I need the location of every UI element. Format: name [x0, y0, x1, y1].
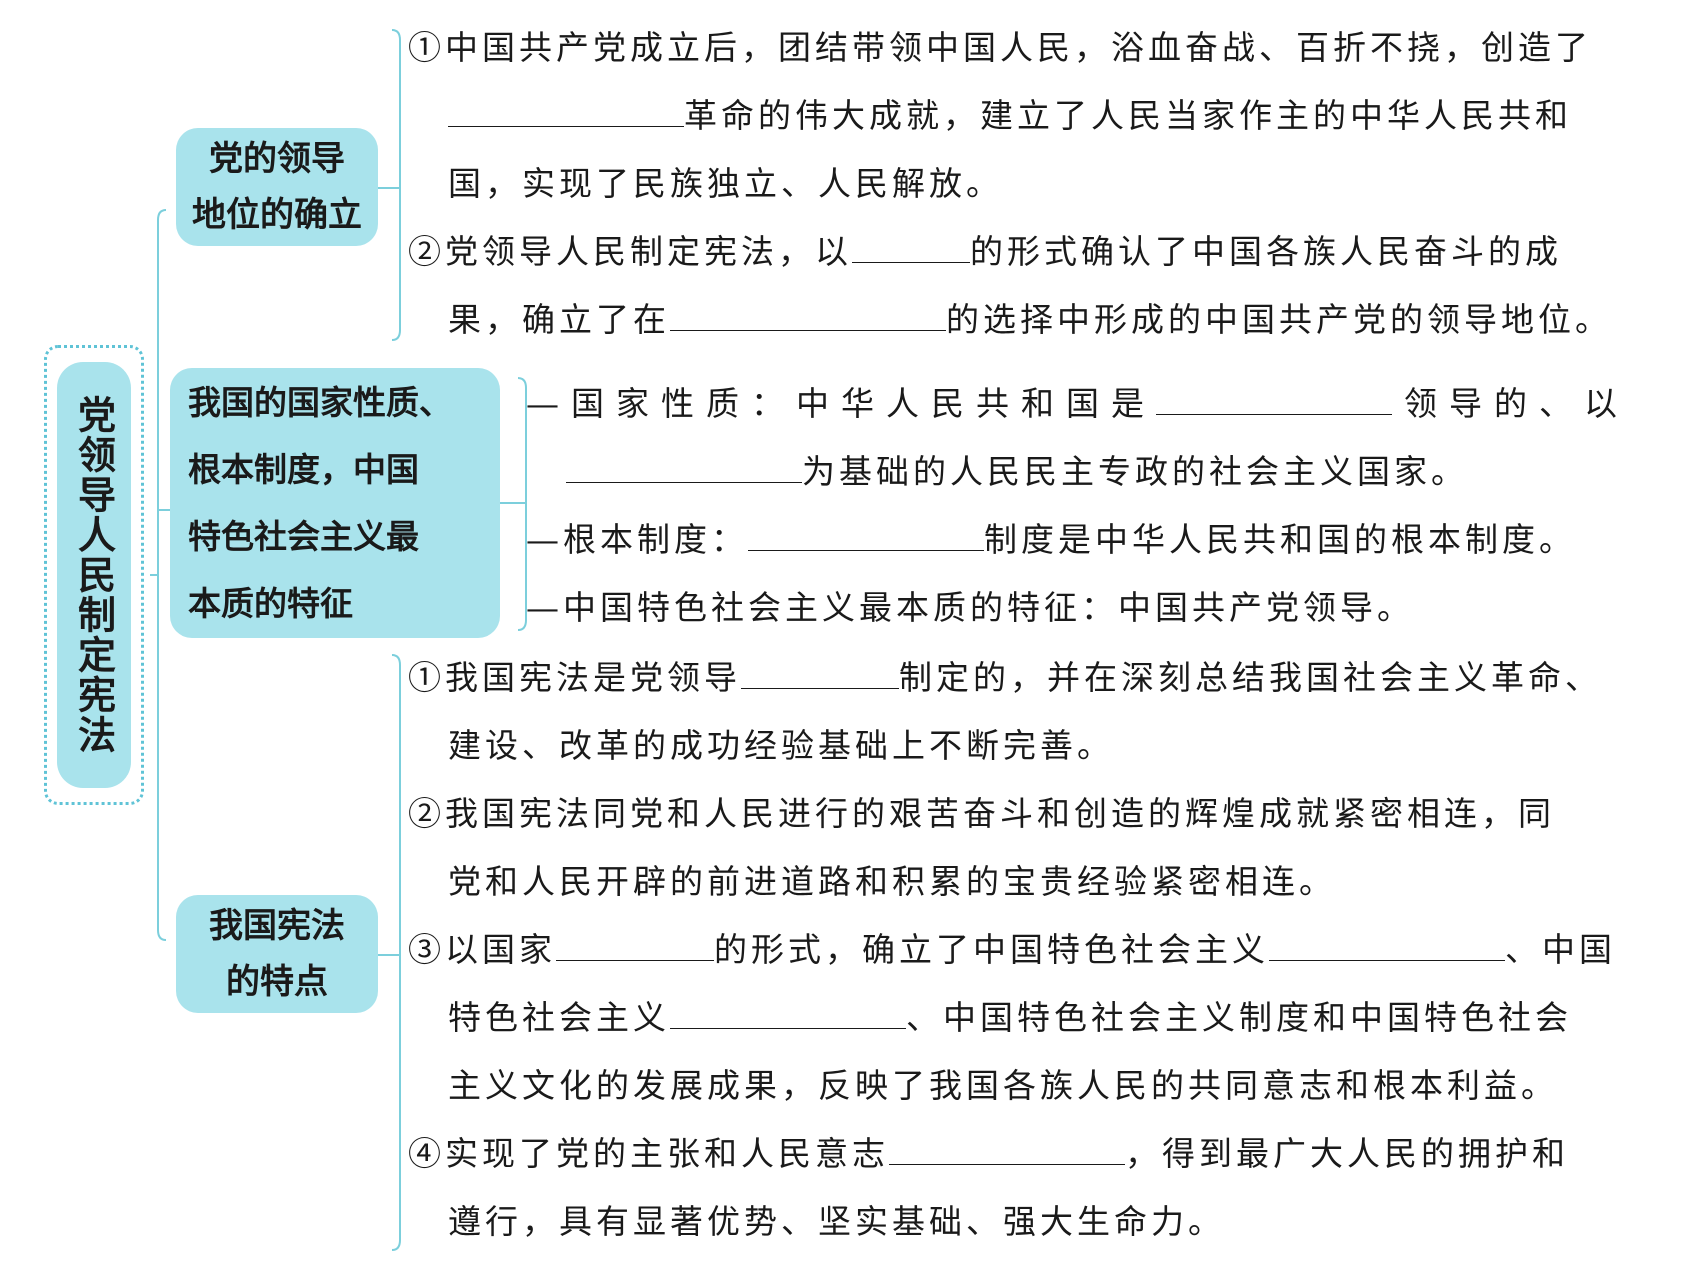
- blank: [670, 296, 946, 331]
- s1-p2-line2a: 果，确立了在: [448, 300, 670, 339]
- s3-p1-line1: ①我国宪法是党领导 制定的，并在深刻总结我国社会主义革命、: [408, 644, 1602, 712]
- s3-p4-line1: ④实现了党的主张和人民意志 ，得到最广大人民的拥护和: [408, 1120, 1569, 1188]
- blank: [670, 994, 906, 1029]
- s3-p3-line1c: 、中国: [1505, 930, 1616, 969]
- s1-p2-line1b: 的形式确认了中国各族人民奋斗的成: [970, 232, 1562, 271]
- s3-p1-line1a: ①我国宪法是党领导: [408, 658, 741, 697]
- section2-title-line2: 根本制度，中国: [188, 450, 419, 489]
- s3-p3-line1a: ③以国家: [408, 930, 556, 969]
- blank: [852, 228, 970, 263]
- section2-title-line4: 本质的特征: [188, 584, 353, 623]
- root-title: 党领导人民制定宪法: [71, 395, 116, 755]
- s1-p1-line3: 国，实现了民族独立、人民解放。: [448, 164, 1003, 203]
- s3-p1-line2: 建设、改革的成功经验基础上不断完善。: [448, 726, 1114, 765]
- s3-p3-line2a: 特色社会主义: [448, 998, 670, 1037]
- s2-p2b: 制度是中华人民共和国的根本制度。: [984, 520, 1576, 559]
- s2-p2: —根本制度： 制度是中华人民共和国的根本制度。: [526, 506, 1576, 574]
- s2-p1-line2b: 为基础的人民民主专政的社会主义国家。: [802, 452, 1468, 491]
- s2-p1-line1b: 领导的、以: [1404, 384, 1629, 423]
- section2-bracket: [500, 377, 527, 631]
- blank: [741, 654, 899, 689]
- s3-p3-line3: 主义文化的发展成果，反映了我国各族人民的共同意志和根本利益。: [448, 1066, 1558, 1105]
- section1-bracket: [378, 29, 401, 341]
- s3-p2-line2: 党和人民开辟的前进道路和积累的宝贵经验紧密相连。: [448, 862, 1336, 901]
- blank: [889, 1130, 1125, 1165]
- root-node: 党领导人民制定宪法: [44, 345, 144, 805]
- s1-p1-line1: ①中国共产党成立后，团结带领中国人民，浴血奋战、百折不挠，创造了: [408, 28, 1592, 67]
- s2-p2a: —根本制度：: [526, 520, 748, 559]
- section2-title-line3: 特色社会主义最: [188, 517, 419, 556]
- section1-title-line1: 党的领导: [209, 139, 345, 179]
- s3-p2-line1: ②我国宪法同党和人民进行的艰苦奋斗和创造的辉煌成就紧密相连，同: [408, 794, 1555, 833]
- s3-p4-line2: 遵行，具有显著优势、坚实基础、强大生命力。: [448, 1202, 1225, 1241]
- section3-node: 我国宪法 的特点: [176, 895, 378, 1013]
- s1-p1-line2-text: 革命的伟大成就，建立了人民当家作主的中华人民共和: [684, 96, 1572, 135]
- section1-title-line2: 地位的确立: [192, 195, 362, 235]
- s2-p1-line1a: —国家性质：中华人民共和国是: [526, 384, 1156, 423]
- s1-p2-line2: 果，确立了在 的选择中形成的中国共产党的领导地位。: [448, 286, 1612, 354]
- section2-node: 我国的国家性质、 根本制度，中国 特色社会主义最 本质的特征: [170, 368, 500, 638]
- s3-p3-line2: 特色社会主义 、中国特色社会主义制度和中国特色社会: [448, 984, 1572, 1052]
- s1-p1-line2: 革命的伟大成就，建立了人民当家作主的中华人民共和: [448, 82, 1572, 150]
- section3-bracket: [378, 654, 401, 1251]
- root-node-fill: 党领导人民制定宪法: [57, 362, 131, 788]
- s3-p4-line1b: ，得到最广大人民的拥护和: [1125, 1134, 1569, 1173]
- s1-p2-line2b: 的选择中形成的中国共产党的领导地位。: [946, 300, 1612, 339]
- s3-p3-line1b: 的形式，确立了中国特色社会主义: [714, 930, 1269, 969]
- section1-node: 党的领导 地位的确立: [176, 128, 378, 246]
- section3-title-line2: 的特点: [226, 962, 328, 1002]
- blank: [1269, 926, 1505, 961]
- s3-p3-line1: ③以国家 的形式，确立了中国特色社会主义 、中国: [408, 916, 1616, 984]
- s3-p4-line1a: ④实现了党的主张和人民意志: [408, 1134, 889, 1173]
- s2-p1-line1: —国家性质：中华人民共和国是 领导的、以: [526, 370, 1629, 438]
- s3-p3-line2b: 、中国特色社会主义制度和中国特色社会: [906, 998, 1572, 1037]
- s1-p2-line1: ②党领导人民制定宪法，以 的形式确认了中国各族人民奋斗的成: [408, 218, 1562, 286]
- blank: [1156, 380, 1392, 415]
- blank: [556, 926, 714, 961]
- section3-title-line1: 我国宪法: [209, 906, 345, 946]
- section2-title-line1: 我国的国家性质、: [188, 383, 452, 422]
- blank: [748, 516, 984, 551]
- blank: [566, 448, 802, 483]
- blank: [448, 92, 684, 127]
- s1-p2-line1a: ②党领导人民制定宪法，以: [408, 232, 852, 271]
- s2-p1-line2: 为基础的人民民主专政的社会主义国家。: [566, 438, 1468, 506]
- root-bracket: [150, 209, 167, 941]
- s3-p1-line1b: 制定的，并在深刻总结我国社会主义革命、: [899, 658, 1602, 697]
- s2-p3: —中国特色社会主义最本质的特征：中国共产党领导。: [526, 588, 1414, 627]
